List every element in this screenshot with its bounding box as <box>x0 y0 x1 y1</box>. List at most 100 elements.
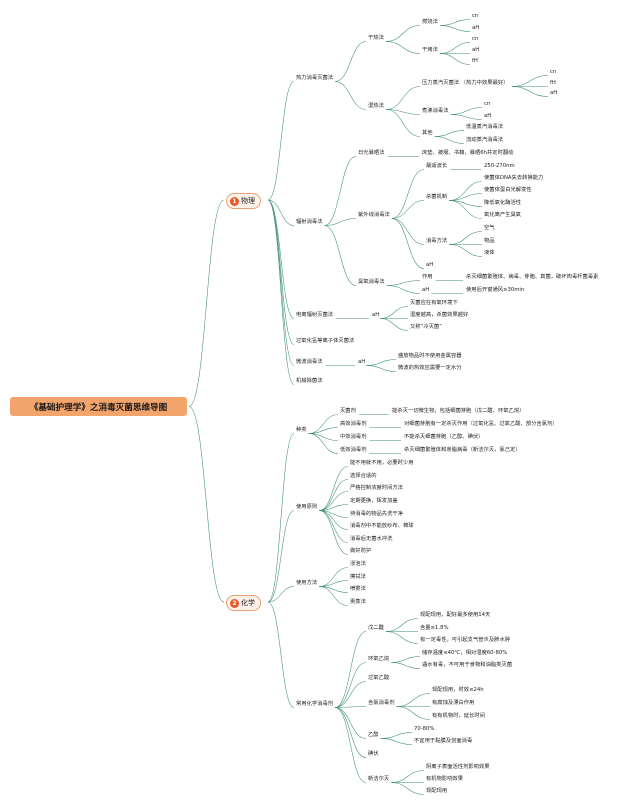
connector-line <box>511 75 549 87</box>
connector-line <box>434 130 465 137</box>
branch-physics-label: 物理 <box>241 197 255 205</box>
connector-line <box>449 231 483 245</box>
connector-line <box>391 656 421 663</box>
node-ionizing-1: 灭菌应在有氧环境下 <box>410 299 458 306</box>
connector-line <box>386 285 421 294</box>
connector-line <box>380 306 409 319</box>
number-badge-2: 2 <box>230 598 239 608</box>
node-mech-2: 使菌体蛋白光解变性 <box>484 186 532 193</box>
node-mech-3: 降低氧化酶活性 <box>484 199 522 206</box>
node-ozone-ah-value: 使用后开窗通风≥30min <box>466 286 525 293</box>
node-principle-7: 消毒后无菌水冲洗 <box>350 535 393 542</box>
connector-line <box>396 706 431 720</box>
node-chlorine-2: 有腐蚀及漂白作用 <box>432 699 475 706</box>
connector-line <box>385 41 421 54</box>
root-title: 《基础护理学》之消毒灭菌思维导图 <box>10 397 187 416</box>
connector-line <box>324 156 357 226</box>
node-chlorine-3: 有有机物时，延长时间 <box>432 712 485 719</box>
connector-line <box>449 200 483 219</box>
node-boil-cn: cn <box>484 100 491 107</box>
node-ionizing-2: 湿度越高，杀菌效果越好 <box>410 311 469 318</box>
connector-line <box>319 567 349 587</box>
node-alcohol-1: 70-80% <box>414 725 435 732</box>
node-alcohol: 乙醇 <box>368 731 379 738</box>
connector-line <box>391 218 425 245</box>
node-boiling: 煮沸消毒法 <box>422 107 449 114</box>
connector-line <box>319 510 349 543</box>
node-boil-ah: aH <box>484 112 492 119</box>
node-benz-2: 有机物影响效果 <box>426 775 464 782</box>
connector-line <box>391 218 425 269</box>
node-uv-mechanism: 杀菌机制 <box>426 193 448 200</box>
node-use-method-4: 熏蒸法 <box>350 598 366 605</box>
connector-line <box>366 365 397 372</box>
node-glut-2: 含量≥1.8% <box>420 624 449 631</box>
connector-line <box>308 433 339 454</box>
connector-line <box>434 136 465 144</box>
node-bake-cn: cn <box>472 35 479 42</box>
node-method-liquid: 液体 <box>484 249 495 256</box>
connector-line <box>188 199 225 407</box>
connector-line <box>385 109 421 137</box>
connector-line <box>335 707 367 758</box>
branch-physics[interactable]: 1 物理 <box>226 193 261 209</box>
connector-line <box>335 631 367 708</box>
branch-chemistry-label: 化学 <box>241 599 255 607</box>
connector-line <box>386 280 421 286</box>
connector-line <box>385 86 421 110</box>
node-ionizing-ah: aH <box>372 311 380 318</box>
connector-line <box>380 318 409 331</box>
node-uv-ah: aH <box>426 261 434 268</box>
connector-line <box>319 504 349 511</box>
node-flowing-steam: 流动蒸汽消毒法 <box>466 136 504 143</box>
connector-line <box>267 199 295 345</box>
node-ozone-ah: aH <box>422 286 430 293</box>
connector-line <box>319 580 349 587</box>
node-radiation: 辐射消毒法 <box>296 218 323 225</box>
number-badge-1: 1 <box>230 196 239 206</box>
connector-line <box>439 42 471 54</box>
connector-line <box>439 53 471 65</box>
node-principle-3: 严格控制浓度时间方法 <box>350 484 403 491</box>
connector-line <box>396 693 431 707</box>
node-glutaraldehyde: 戊二醛 <box>368 624 384 631</box>
connector-line <box>385 631 419 644</box>
connector-line <box>319 491 349 511</box>
node-type-desc-3: 不能杀灭细菌芽胞（乙醇、碘伏） <box>404 433 484 440</box>
connector-line <box>319 479 349 511</box>
connector-line <box>308 427 339 434</box>
connector-line <box>335 41 367 82</box>
node-eo-2: 遇水有毒，不可用于食物和油脂类灭菌 <box>422 661 513 668</box>
connector-line <box>391 770 425 783</box>
connector-line <box>391 782 425 795</box>
node-common-disinfectants: 常用化学消毒剂 <box>296 700 334 707</box>
connector-line <box>380 732 413 739</box>
node-sunlight: 日光暴晒法 <box>358 149 385 156</box>
node-microwave: 微波消毒法 <box>296 358 323 365</box>
connector-line <box>267 199 295 385</box>
node-benz-3: 现配现用 <box>426 787 448 794</box>
connector-line <box>335 707 367 783</box>
node-burning: 燃烧法 <box>422 18 438 25</box>
branch-chemistry[interactable]: 2 化学 <box>226 595 261 611</box>
node-type-1: 灭菌剂 <box>340 407 356 414</box>
node-principle-6: 消毒剂中不能放纱布、棉球 <box>350 522 414 529</box>
node-chlorine-1: 现配现用，时效≤24h <box>432 686 484 693</box>
node-iodophor: 碘伏 <box>368 750 379 757</box>
connector-line <box>391 200 425 219</box>
node-principle-4: 定期更换，挥发加盖 <box>350 497 398 504</box>
node-bake-ah: aH <box>472 46 480 53</box>
connector-line <box>267 601 295 708</box>
connector-line <box>511 86 549 97</box>
node-alcohol-2: 不宜用于黏膜及创面消毒 <box>414 737 473 744</box>
node-use-method-2: 擦拭法 <box>350 573 366 580</box>
node-type-4: 低效消毒剂 <box>340 446 367 453</box>
node-dry-baking: 干烤法 <box>422 46 438 53</box>
node-microwave-ah: aH <box>358 358 366 365</box>
connector-line <box>449 244 483 257</box>
node-principle-2: 选择合适的 <box>350 472 377 479</box>
node-type-desc-2: 对细菌芽胞有一定杀灭作用（过氧化氢、过氧乙酸、部分含氯剂） <box>404 420 558 427</box>
connector-line <box>385 109 421 115</box>
connector-line <box>439 19 471 26</box>
